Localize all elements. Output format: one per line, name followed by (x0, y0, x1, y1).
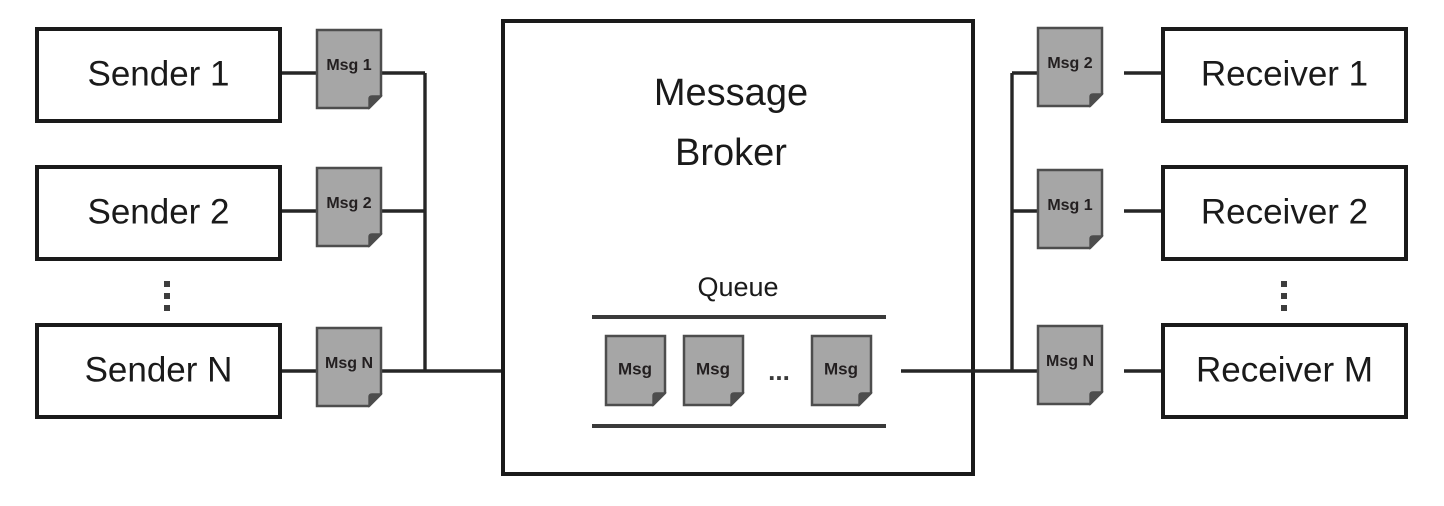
receiver-m-message-label: Msg N (1046, 353, 1094, 370)
queue-item-3-document-icon: Msg (810, 334, 873, 407)
queue[interactable]: Queue Msg Msg ... Msg (592, 272, 886, 428)
sender-1-label: Sender 1 (87, 54, 229, 93)
sender-n-box-border (35, 323, 282, 419)
sender-vertical-ellipsis-icon (164, 281, 170, 311)
queue-item-1-document-icon: Msg (604, 334, 667, 407)
sender-1-box-fill (37, 29, 280, 121)
message-broker[interactable]: Message Broker (501, 19, 975, 476)
receiver-1-box-fill (1163, 29, 1406, 121)
queue-item-2-label: Msg (696, 359, 730, 378)
receiver-m-message-document-icon: Msg N (1036, 324, 1104, 406)
sender-n-label: Sender N (85, 350, 233, 389)
sender-2-message-label: Msg 2 (326, 195, 371, 212)
sender-2-box-border (35, 165, 282, 261)
receiver-1-label: Receiver 1 (1201, 54, 1368, 93)
receiver-2-box-border (1161, 165, 1408, 261)
sender-1[interactable]: Sender 1 (35, 27, 282, 123)
sender-2[interactable]: Sender 2 (35, 165, 282, 261)
queue-item-2-document-icon: Msg (682, 334, 745, 407)
receiver-1-box-border (1161, 27, 1408, 123)
queue-label: Queue (697, 272, 778, 302)
sender-1-box-border (35, 27, 282, 123)
queue-item-1-label: Msg (618, 359, 652, 378)
sender-1-message-document-icon: Msg 1 (315, 28, 383, 110)
sender-n-box-fill (37, 325, 280, 417)
receiver-m-box-fill (1163, 325, 1406, 417)
broker-title-line-2: Broker (675, 132, 787, 174)
sender-2-message-document-icon: Msg 2 (315, 166, 383, 248)
receiver-m[interactable]: Receiver M (1161, 323, 1408, 419)
sender-2-box-fill (37, 167, 280, 259)
sender-n[interactable]: Sender N (35, 323, 282, 419)
sender-n-message-document-icon: Msg N (315, 326, 383, 408)
receiver-2-message-label: Msg 1 (1047, 197, 1092, 214)
sender-n-message-label: Msg N (325, 355, 373, 372)
queue-item-3-label: Msg (824, 359, 858, 378)
receiver-m-label: Receiver M (1196, 350, 1373, 389)
receiver-2-box-fill (1163, 167, 1406, 259)
receiver-1-message-document-icon: Msg 2 (1036, 26, 1104, 108)
sender-2-label: Sender 2 (87, 192, 229, 231)
receiver-2-label: Receiver 2 (1201, 192, 1368, 231)
broker-box-border (501, 19, 975, 476)
receiver-2[interactable]: Receiver 2 (1161, 165, 1408, 261)
receiver-1-message-label: Msg 2 (1047, 55, 1092, 72)
receiver-m-box-border (1161, 323, 1408, 419)
sender-1-message-label: Msg 1 (326, 57, 371, 74)
queue-horizontal-ellipsis: ... (768, 356, 790, 386)
receiver-2-message-document-icon: Msg 1 (1036, 168, 1104, 250)
receiver-vertical-ellipsis-icon (1281, 281, 1287, 311)
broker-title-line-1: Message (654, 72, 808, 114)
receiver-1[interactable]: Receiver 1 (1161, 27, 1408, 123)
